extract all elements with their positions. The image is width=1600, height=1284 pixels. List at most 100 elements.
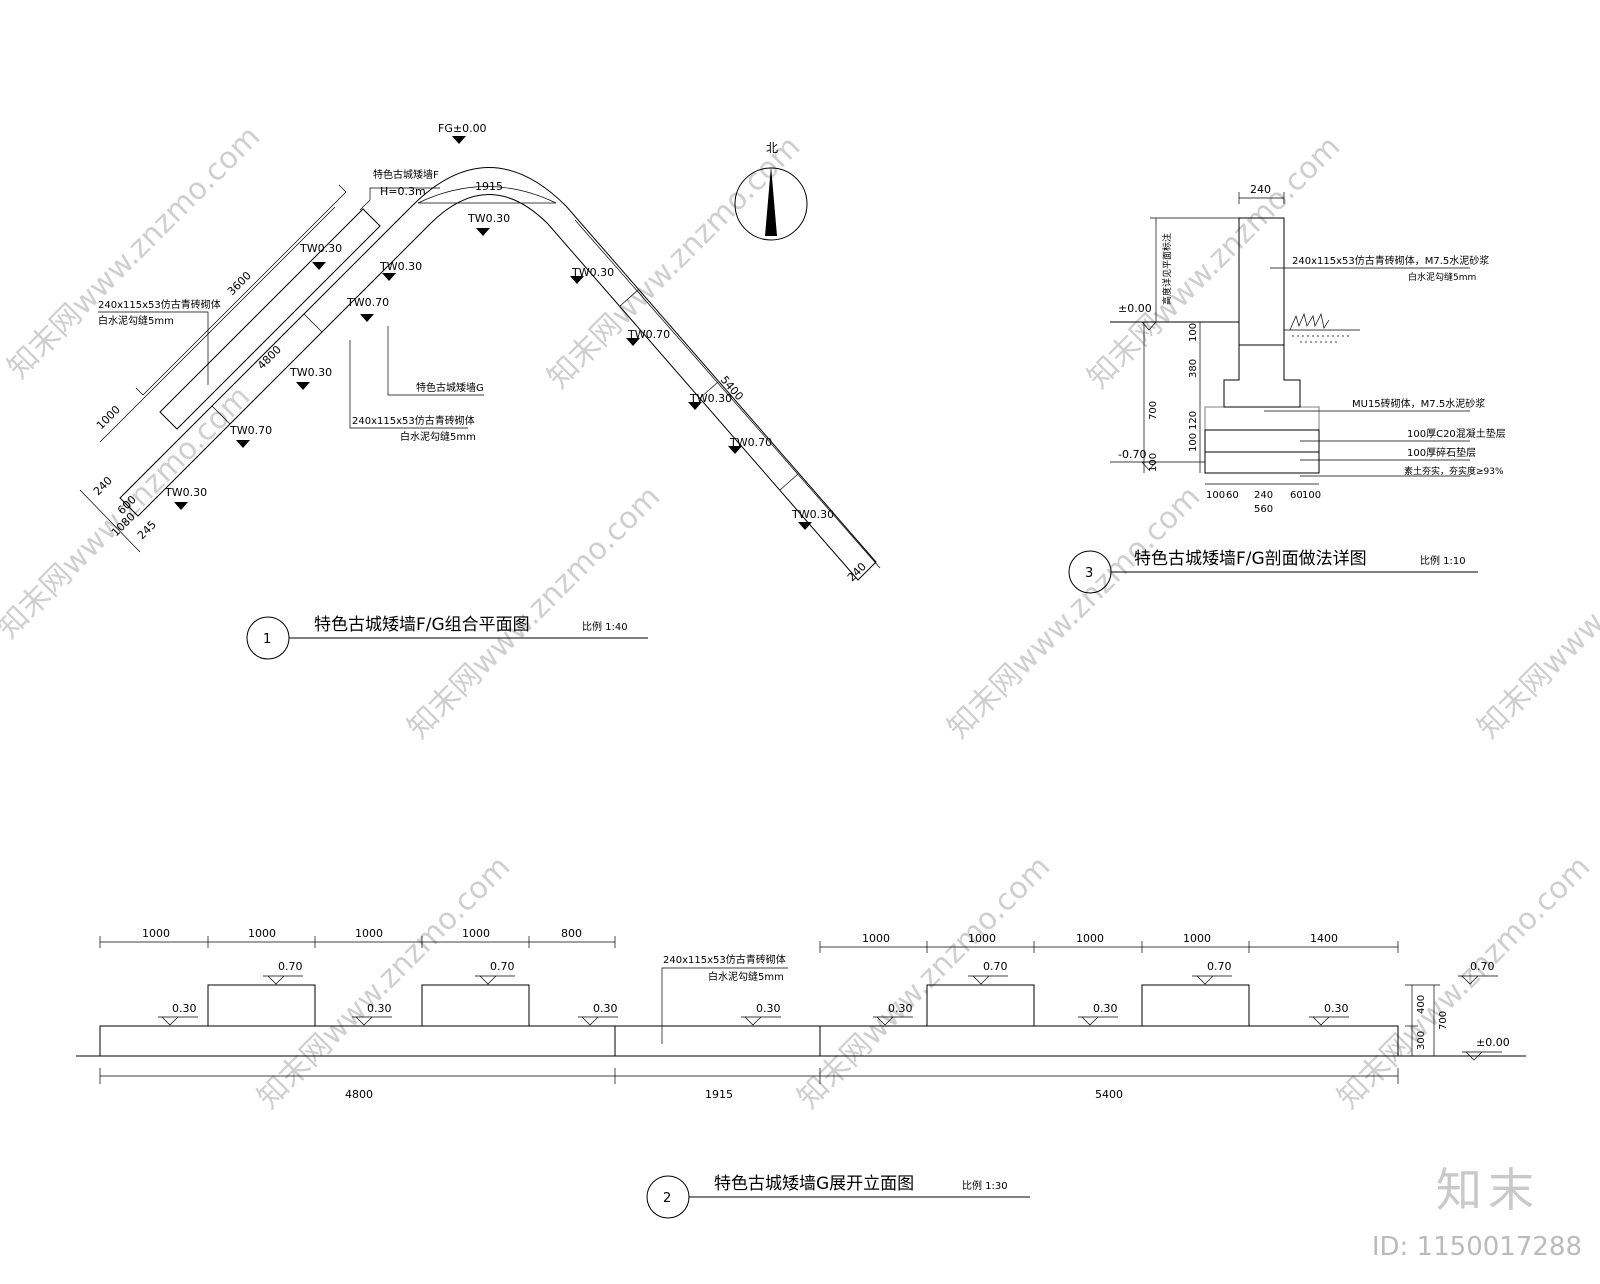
section-bottom-dim: 60 <box>1290 490 1303 501</box>
elev-level-030: 0.30 <box>367 1002 392 1015</box>
watermark-layer: 知末网www.znzmo.com 知末网www.znzmo.com 知末网www… <box>0 119 1600 1115</box>
dim-1915: 1915 <box>475 180 503 193</box>
elev-level-030: 0.30 <box>888 1002 913 1015</box>
fg-label: FG±0.00 <box>438 122 487 135</box>
section-bottom-dim: 60 <box>1226 490 1239 501</box>
elev-bottom-dim: 1915 <box>705 1088 733 1101</box>
watermark-text: 知末网www.znzmo.com <box>541 129 807 395</box>
dim-240b: 240 <box>845 560 869 584</box>
watermark-text: 知末网www.znzmo.com <box>1 119 267 385</box>
joint-note: 白水泥勾缝5mm <box>98 314 174 327</box>
tw-label: TW0.70 <box>627 328 670 341</box>
label-wall-g: 特色古城矮墙G <box>416 381 484 394</box>
elev-title-number: 2 <box>663 1191 671 1206</box>
elev-right-dim-700: 700 <box>1438 1011 1449 1030</box>
section-side-note: 高度详见平面标注 <box>1161 233 1173 305</box>
section-soil-note: 素土夯实，夯实度≥93% <box>1404 465 1504 477</box>
elev-level-070: 0.70 <box>1207 960 1232 973</box>
section-gravel-note: 100厚碎石垫层 <box>1407 446 1476 459</box>
tw-label: TW0.70 <box>229 424 272 437</box>
tw-markers: TW0.30 TW0.30 TW0.70 TW0.30 TW0.70 TW0.3… <box>164 212 834 530</box>
elevation-bottom: -0.70 <box>1118 448 1146 461</box>
elev-level-030: 0.30 <box>172 1002 197 1015</box>
north-label: 北 <box>766 141 778 155</box>
elev-right-dim-300: 300 <box>1416 1031 1427 1050</box>
section-view: 240 100 380 120 700 100 100 高度详见平面标注 ±0.… <box>1068 183 1506 594</box>
section-c20-note: 100厚C20混凝土垫层 <box>1407 427 1506 440</box>
north-arrow-icon <box>765 166 777 236</box>
dim-4800: 4800 <box>255 343 284 372</box>
tw-label: TW0.70 <box>729 436 772 449</box>
elev-bottom-dim: 4800 <box>345 1088 373 1101</box>
elev-brick-note: 240x115x53仿古青砖砌体 <box>663 953 786 966</box>
elev-top-dim: 1000 <box>355 927 383 940</box>
watermark-text: 知末网www.znzmo.com <box>1471 479 1600 745</box>
elev-scale: 比例 1:30 <box>962 1179 1008 1192</box>
section-dim-120: 120 <box>1188 411 1199 430</box>
tw-label: TW0.30 <box>289 366 332 379</box>
elevation-top: ±0.00 <box>1118 302 1152 315</box>
section-dim-100b: 100 <box>1188 433 1199 452</box>
section-bottom-dim: 100 <box>1206 490 1225 501</box>
elev-right-dim-400: 400 <box>1416 995 1427 1014</box>
wall-f-plan <box>135 184 381 430</box>
elev-level-070: 0.70 <box>278 960 303 973</box>
image-id: ID: 1150017288 <box>1371 1232 1582 1262</box>
elev-level-070: 0.70 <box>490 960 515 973</box>
tw-label: TW0.30 <box>689 392 732 405</box>
section-dim-100: 100 <box>1188 323 1199 342</box>
wall-g-plan <box>79 167 881 581</box>
brand-logo: 知末 <box>1436 1163 1540 1217</box>
elev-bottom-dim: 5400 <box>1095 1088 1123 1101</box>
elev-top-dim: 800 <box>561 927 582 940</box>
section-title-number: 3 <box>1085 566 1093 581</box>
elev-joint-note: 白水泥勾缝5mm <box>708 970 784 983</box>
elev-top-dim: 1000 <box>968 932 996 945</box>
joint-note-2: 白水泥勾缝5mm <box>400 430 476 443</box>
plan-title-number: 1 <box>263 632 271 647</box>
section-mu15-note: MU15砖砌体，M7.5水泥砂浆 <box>1352 397 1485 410</box>
section-scale: 比例 1:10 <box>1420 554 1466 567</box>
elev-top-dim: 1000 <box>862 932 890 945</box>
section-bottom-dim: 100 <box>1302 490 1321 501</box>
section-dim-380: 380 <box>1188 359 1199 378</box>
elev-ground-level: ±0.00 <box>1476 1036 1510 1049</box>
tw-label: TW0.70 <box>346 296 389 309</box>
tw-label: TW0.30 <box>299 242 342 255</box>
dim-240: 240 <box>91 474 115 498</box>
elev-level-030: 0.30 <box>1324 1002 1349 1015</box>
watermark-text: 知末网www.znzmo.com <box>401 479 667 745</box>
elev-level-070: 0.70 <box>1470 960 1495 973</box>
plan-view: FG±0.00 北 <box>79 122 881 660</box>
tw-label: TW0.30 <box>791 508 834 521</box>
section-title: 特色古城矮墙F/G剖面做法详图 <box>1134 549 1367 569</box>
elev-top-dim: 1000 <box>462 927 490 940</box>
label-wall-f: 特色古城矮墙F <box>373 168 439 181</box>
elev-top-dim: 1000 <box>1076 932 1104 945</box>
elev-level-030: 0.30 <box>1093 1002 1118 1015</box>
section-dim-top: 240 <box>1250 183 1271 196</box>
section-bottom-total: 560 <box>1254 504 1273 515</box>
tw-label: TW0.30 <box>571 266 614 279</box>
brick-note: 240x115x53仿古青砖砌体 <box>98 298 221 311</box>
elev-top-dim: 1000 <box>1183 932 1211 945</box>
elev-title: 特色古城矮墙G展开立面图 <box>714 1174 914 1194</box>
section-bottom-dim: 240 <box>1254 490 1273 501</box>
elev-level-070: 0.70 <box>983 960 1008 973</box>
elev-top-dim: 1400 <box>1310 932 1338 945</box>
section-dim-100c: 100 <box>1148 453 1159 472</box>
section-dim-700: 700 <box>1148 401 1159 420</box>
plan-scale: 比例 1:40 <box>582 620 628 633</box>
elev-top-dim: 1000 <box>248 927 276 940</box>
elevation-view: 1000 1000 1000 1000 800 1000 1000 1000 1… <box>76 927 1526 1219</box>
north-arrow: 北 <box>734 141 808 241</box>
plan-title: 特色古城矮墙F/G组合平面图 <box>314 615 530 635</box>
section-joint-note: 白水泥勾缝5mm <box>1408 271 1476 283</box>
watermark-text: 知末网www.znzmo.com <box>941 479 1207 745</box>
level-marker-icon <box>452 136 466 144</box>
label-wall-f-height: H=0.3m <box>380 185 426 198</box>
dim-3600: 3600 <box>225 269 254 298</box>
section-brick-note: 240x115x53仿古青砖砌体，M7.5水泥砂浆 <box>1292 254 1489 267</box>
